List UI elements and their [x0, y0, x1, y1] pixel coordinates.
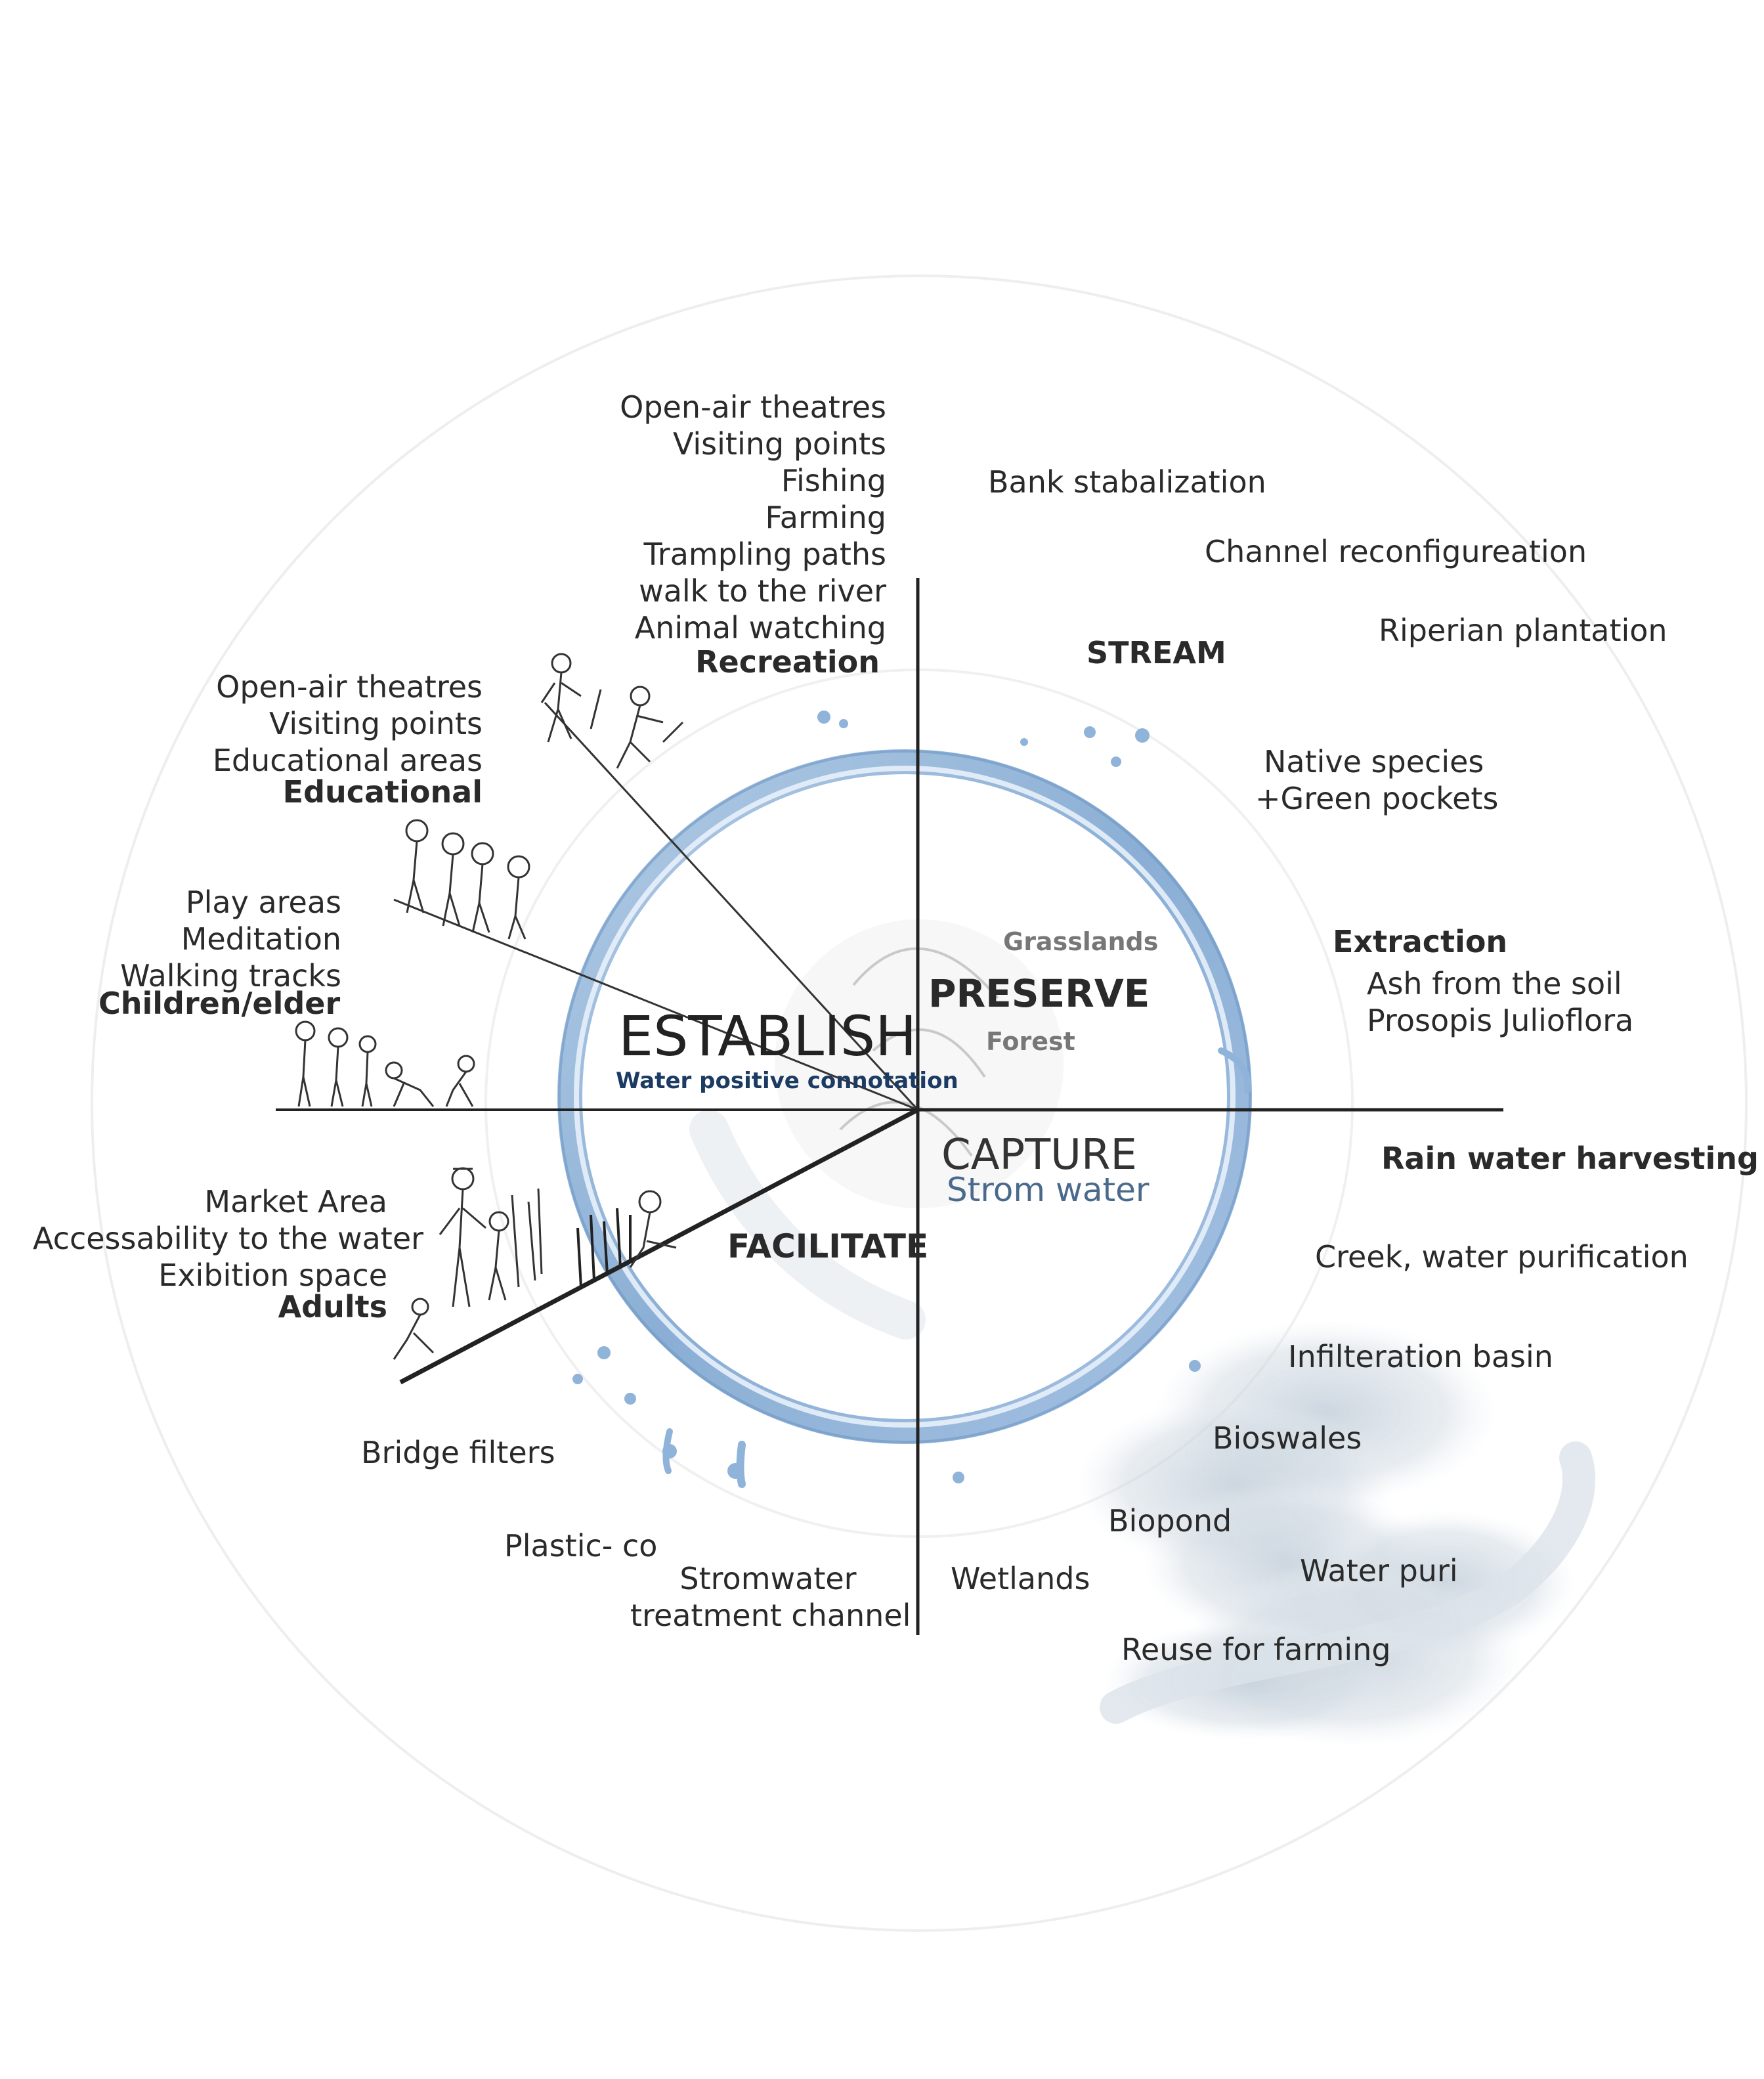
plastic-label: Plastic- co [504, 1527, 657, 1564]
facilitate-label: FACILITATE [727, 1228, 928, 1265]
people-sketch-children [296, 1022, 474, 1106]
educational-item: Open-air theatres [184, 668, 483, 705]
rain-water-harvesting-heading: Rain water harvesting [1381, 1140, 1759, 1177]
native-species-label: Native species [1264, 743, 1484, 780]
educational-item: Visiting points [184, 705, 483, 742]
creek-purification-label: Creek, water purification [1315, 1238, 1689, 1275]
bridge-filters-label: Bridge filters [361, 1434, 555, 1471]
adults-heading: Adults [197, 1288, 387, 1325]
bank-stabalization-label: Bank stabalization [988, 464, 1266, 500]
recreation-item: walk to the river [578, 573, 886, 609]
children-heading: Children/elder [98, 985, 336, 1022]
recreation-item: Open-air theatres [578, 389, 886, 426]
green-pockets-label: +Green pockets [1255, 780, 1498, 817]
recreation-item: Fishing [578, 462, 886, 499]
treatment-channel-label: treatment channel [630, 1597, 906, 1634]
infiltration-basin-label: Infilteration basin [1288, 1338, 1553, 1375]
establish-label: ESTABLISH [618, 1005, 916, 1068]
forest-label: Forest [986, 1023, 1075, 1060]
stormwater-label: Stromwater [630, 1560, 906, 1597]
people-sketch-educational [406, 820, 529, 939]
extraction-item: Ash from the soil [1367, 965, 1622, 1002]
educational-heading: Educational [184, 774, 483, 810]
stream-heading: STREAM [1086, 634, 1226, 671]
recreation-heading: Recreation [591, 644, 880, 680]
recreation-item: Animal watching [578, 609, 886, 646]
children-list: Play areas Meditation Walking tracks [98, 884, 341, 994]
preserve-label: PRESERVE [928, 972, 1150, 1015]
channel-reconfiguration-label: Channel reconfigureation [1205, 533, 1587, 570]
children-item: Meditation [98, 921, 341, 957]
capture-subtitle: Strom water [947, 1171, 1149, 1208]
bioswales-label: Bioswales [1213, 1420, 1362, 1456]
recreation-item: Farming [578, 499, 886, 536]
wetlands-label: Wetlands [951, 1560, 1090, 1597]
educational-list: Open-air theatres Visiting points Educat… [184, 668, 483, 779]
recreation-list: Open-air theatres Visiting points Fishin… [578, 389, 886, 646]
riperian-plantation-label: Riperian plantation [1379, 612, 1667, 649]
recreation-item: Trampling paths [578, 536, 886, 573]
grasslands-label: Grasslands [1003, 923, 1158, 960]
extraction-item: Prosopis Julioflora [1367, 1002, 1633, 1039]
water-puri-label: Water puri [1300, 1552, 1458, 1589]
people-sketch-adults [394, 1168, 676, 1359]
reuse-for-farming-label: Reuse for farming [1121, 1631, 1391, 1668]
adults-item: Market Area [33, 1183, 387, 1220]
biopond-label: Biopond [1108, 1502, 1232, 1539]
establish-subtitle: Water positive connotation [616, 1062, 958, 1099]
adults-item: Accessability to the water [33, 1220, 387, 1257]
extraction-heading: Extraction [1333, 923, 1507, 960]
children-item: Play areas [98, 884, 341, 921]
adults-list: Market Area Accessability to the water E… [33, 1183, 387, 1294]
recreation-item: Visiting points [578, 426, 886, 462]
